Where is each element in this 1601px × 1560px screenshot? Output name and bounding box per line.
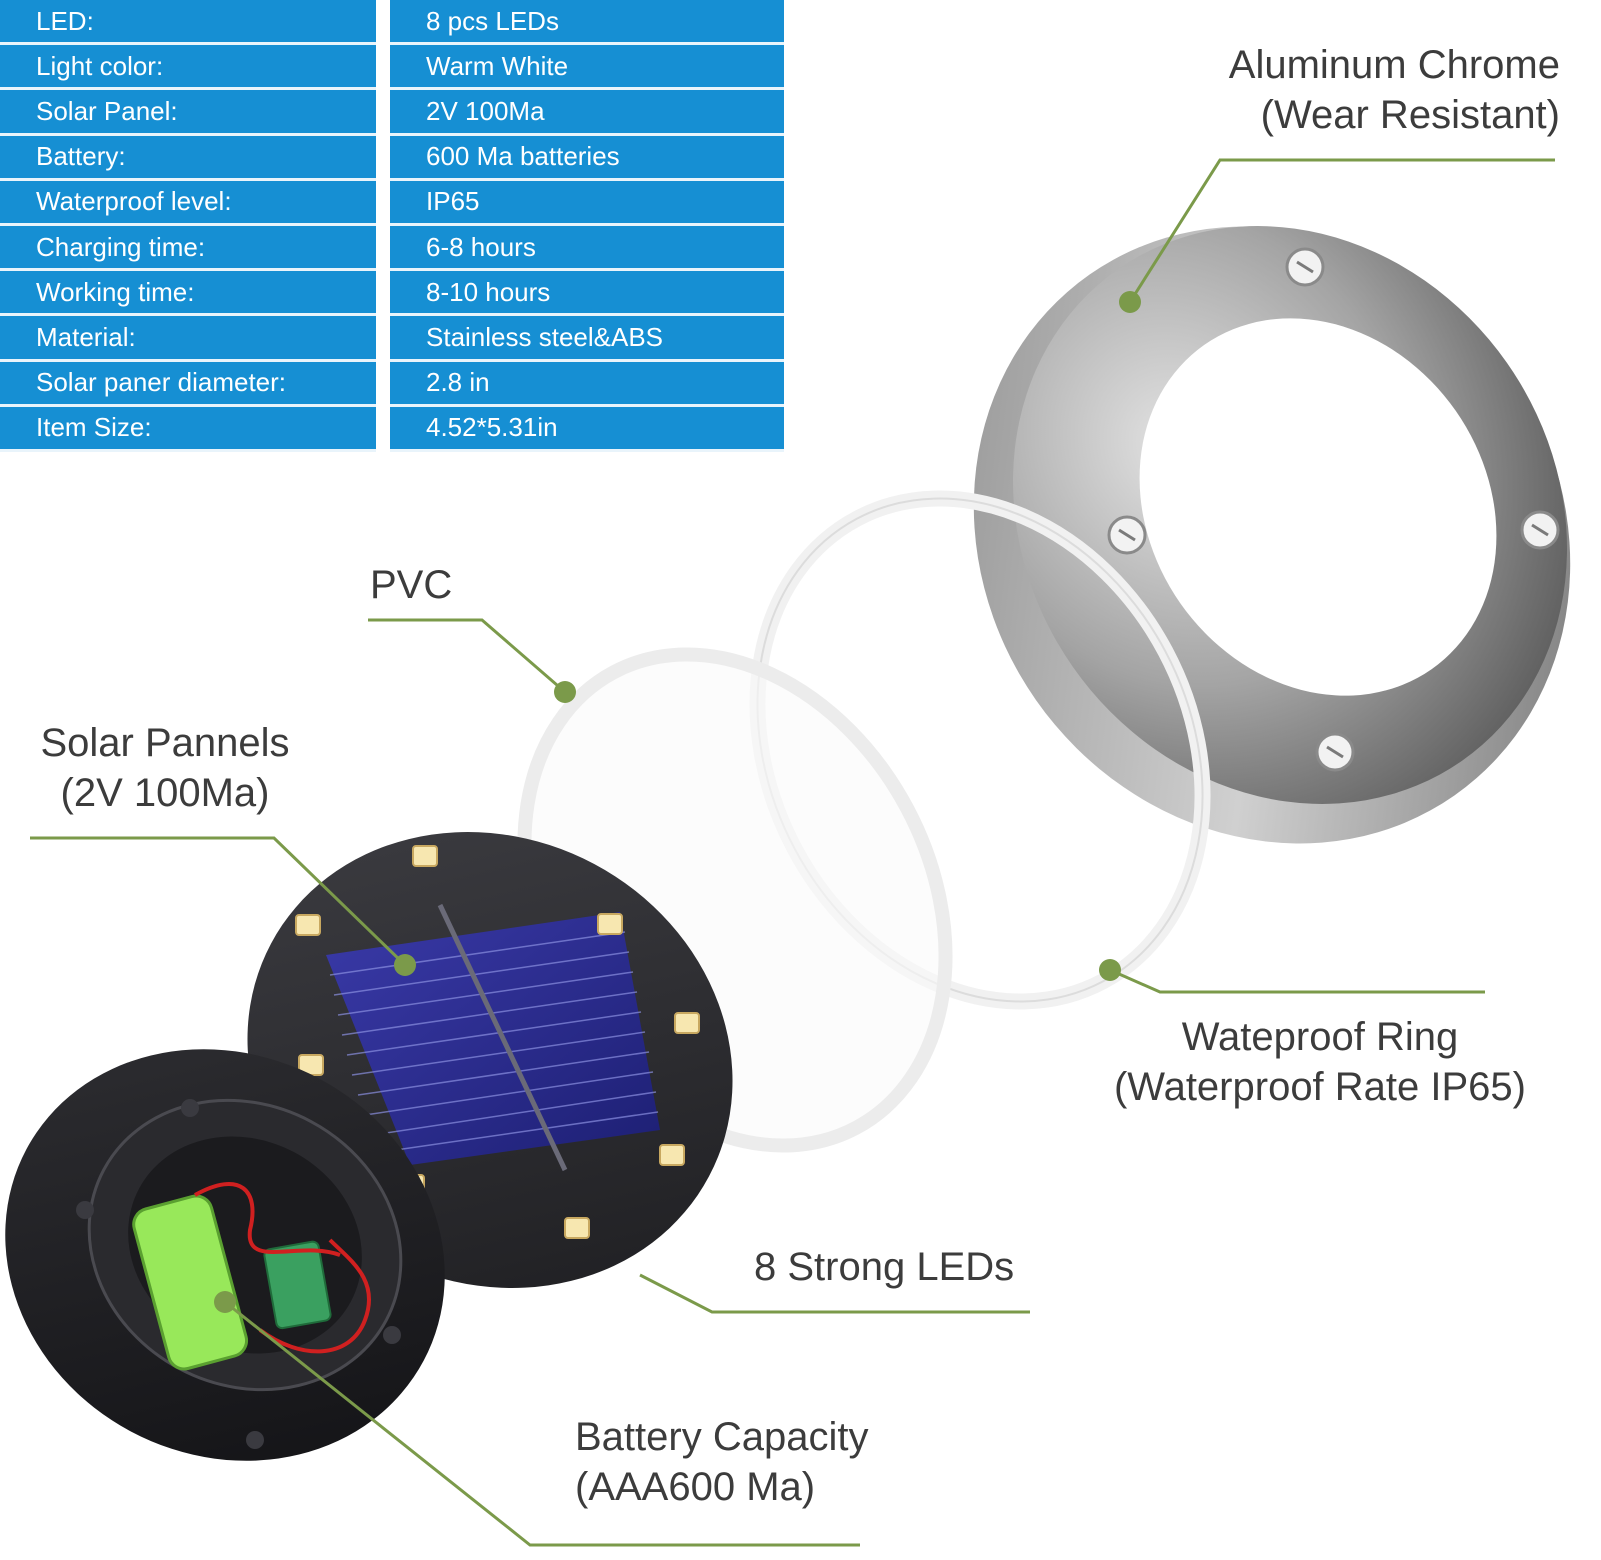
spec-key: Solar Panel: — [0, 90, 376, 136]
spec-key: Working time: — [0, 271, 376, 317]
battery-capacity-subtitle: (AAA600 Ma) — [575, 1465, 816, 1509]
spec-key: Material: — [0, 316, 376, 362]
battery-leader-dot — [214, 1291, 236, 1313]
aluminum-chrome-title: Aluminum Chrome — [1228, 43, 1560, 87]
pvc-label: PVC — [370, 560, 452, 610]
battery-capacity-label: Battery Capacity (AAA600 Ma) — [575, 1412, 868, 1512]
spec-key: Item Size: — [0, 406, 376, 452]
wateproof-ring-subtitle: (Waterproof Rate IP65) — [1113, 1065, 1526, 1109]
spec-key: Waterproof level: — [0, 180, 376, 226]
aluminum-chrome-label: Aluminum Chrome (Wear Resistant) — [1170, 40, 1560, 140]
spec-value: 600 Ma batteries — [390, 135, 784, 181]
aluminum-leader-dot — [1119, 291, 1141, 313]
aluminum-chrome-subtitle: (Wear Resistant) — [1260, 93, 1560, 137]
leader-lines — [30, 158, 1555, 1547]
solar-leader-dot — [394, 954, 416, 976]
spec-value: Stainless steel&ABS — [390, 316, 784, 362]
battery-capacity-title: Battery Capacity — [575, 1415, 869, 1459]
pvc-leader-dot — [554, 681, 576, 703]
spec-value: IP65 — [390, 180, 784, 226]
wateproof-ring-title: Wateproof Ring — [1181, 1015, 1459, 1059]
wateproof-ring-label: Wateproof Ring (Waterproof Rate IP65) — [1090, 1012, 1550, 1112]
strong-leds-label: 8 Strong LEDs — [754, 1242, 1014, 1292]
spec-value: 4.52*5.31in — [390, 406, 784, 452]
spec-value: 8-10 hours — [390, 271, 784, 317]
aluminum-ring-graphic — [973, 226, 1571, 844]
spec-key: Battery: — [0, 135, 376, 181]
spec-value: Warm White — [390, 45, 784, 91]
battery-base-graphic — [5, 1049, 445, 1461]
solar-panels-subtitle: (2V 100Ma) — [60, 771, 270, 815]
spec-value: 2.8 in — [390, 361, 784, 407]
spec-key: LED: — [0, 0, 376, 46]
solar-panels-title: Solar Pannels — [40, 721, 290, 765]
spec-key: Light color: — [0, 45, 376, 91]
wateproof-leader-dot — [1099, 959, 1121, 981]
pvc-title: PVC — [370, 563, 453, 607]
spec-value: 6-8 hours — [390, 225, 784, 272]
solar-panels-label: Solar Pannels (2V 100Ma) — [30, 718, 300, 818]
spec-key: Charging time: — [0, 225, 376, 272]
spec-value: 8 pcs LEDs — [390, 0, 784, 46]
spec-table: LED: 8 pcs LEDs Light color: Warm White … — [0, 0, 784, 452]
spec-key: Solar paner diameter: — [0, 361, 376, 407]
strong-leds-title: 8 Strong LEDs — [754, 1245, 1015, 1289]
spec-value: 2V 100Ma — [390, 90, 784, 136]
